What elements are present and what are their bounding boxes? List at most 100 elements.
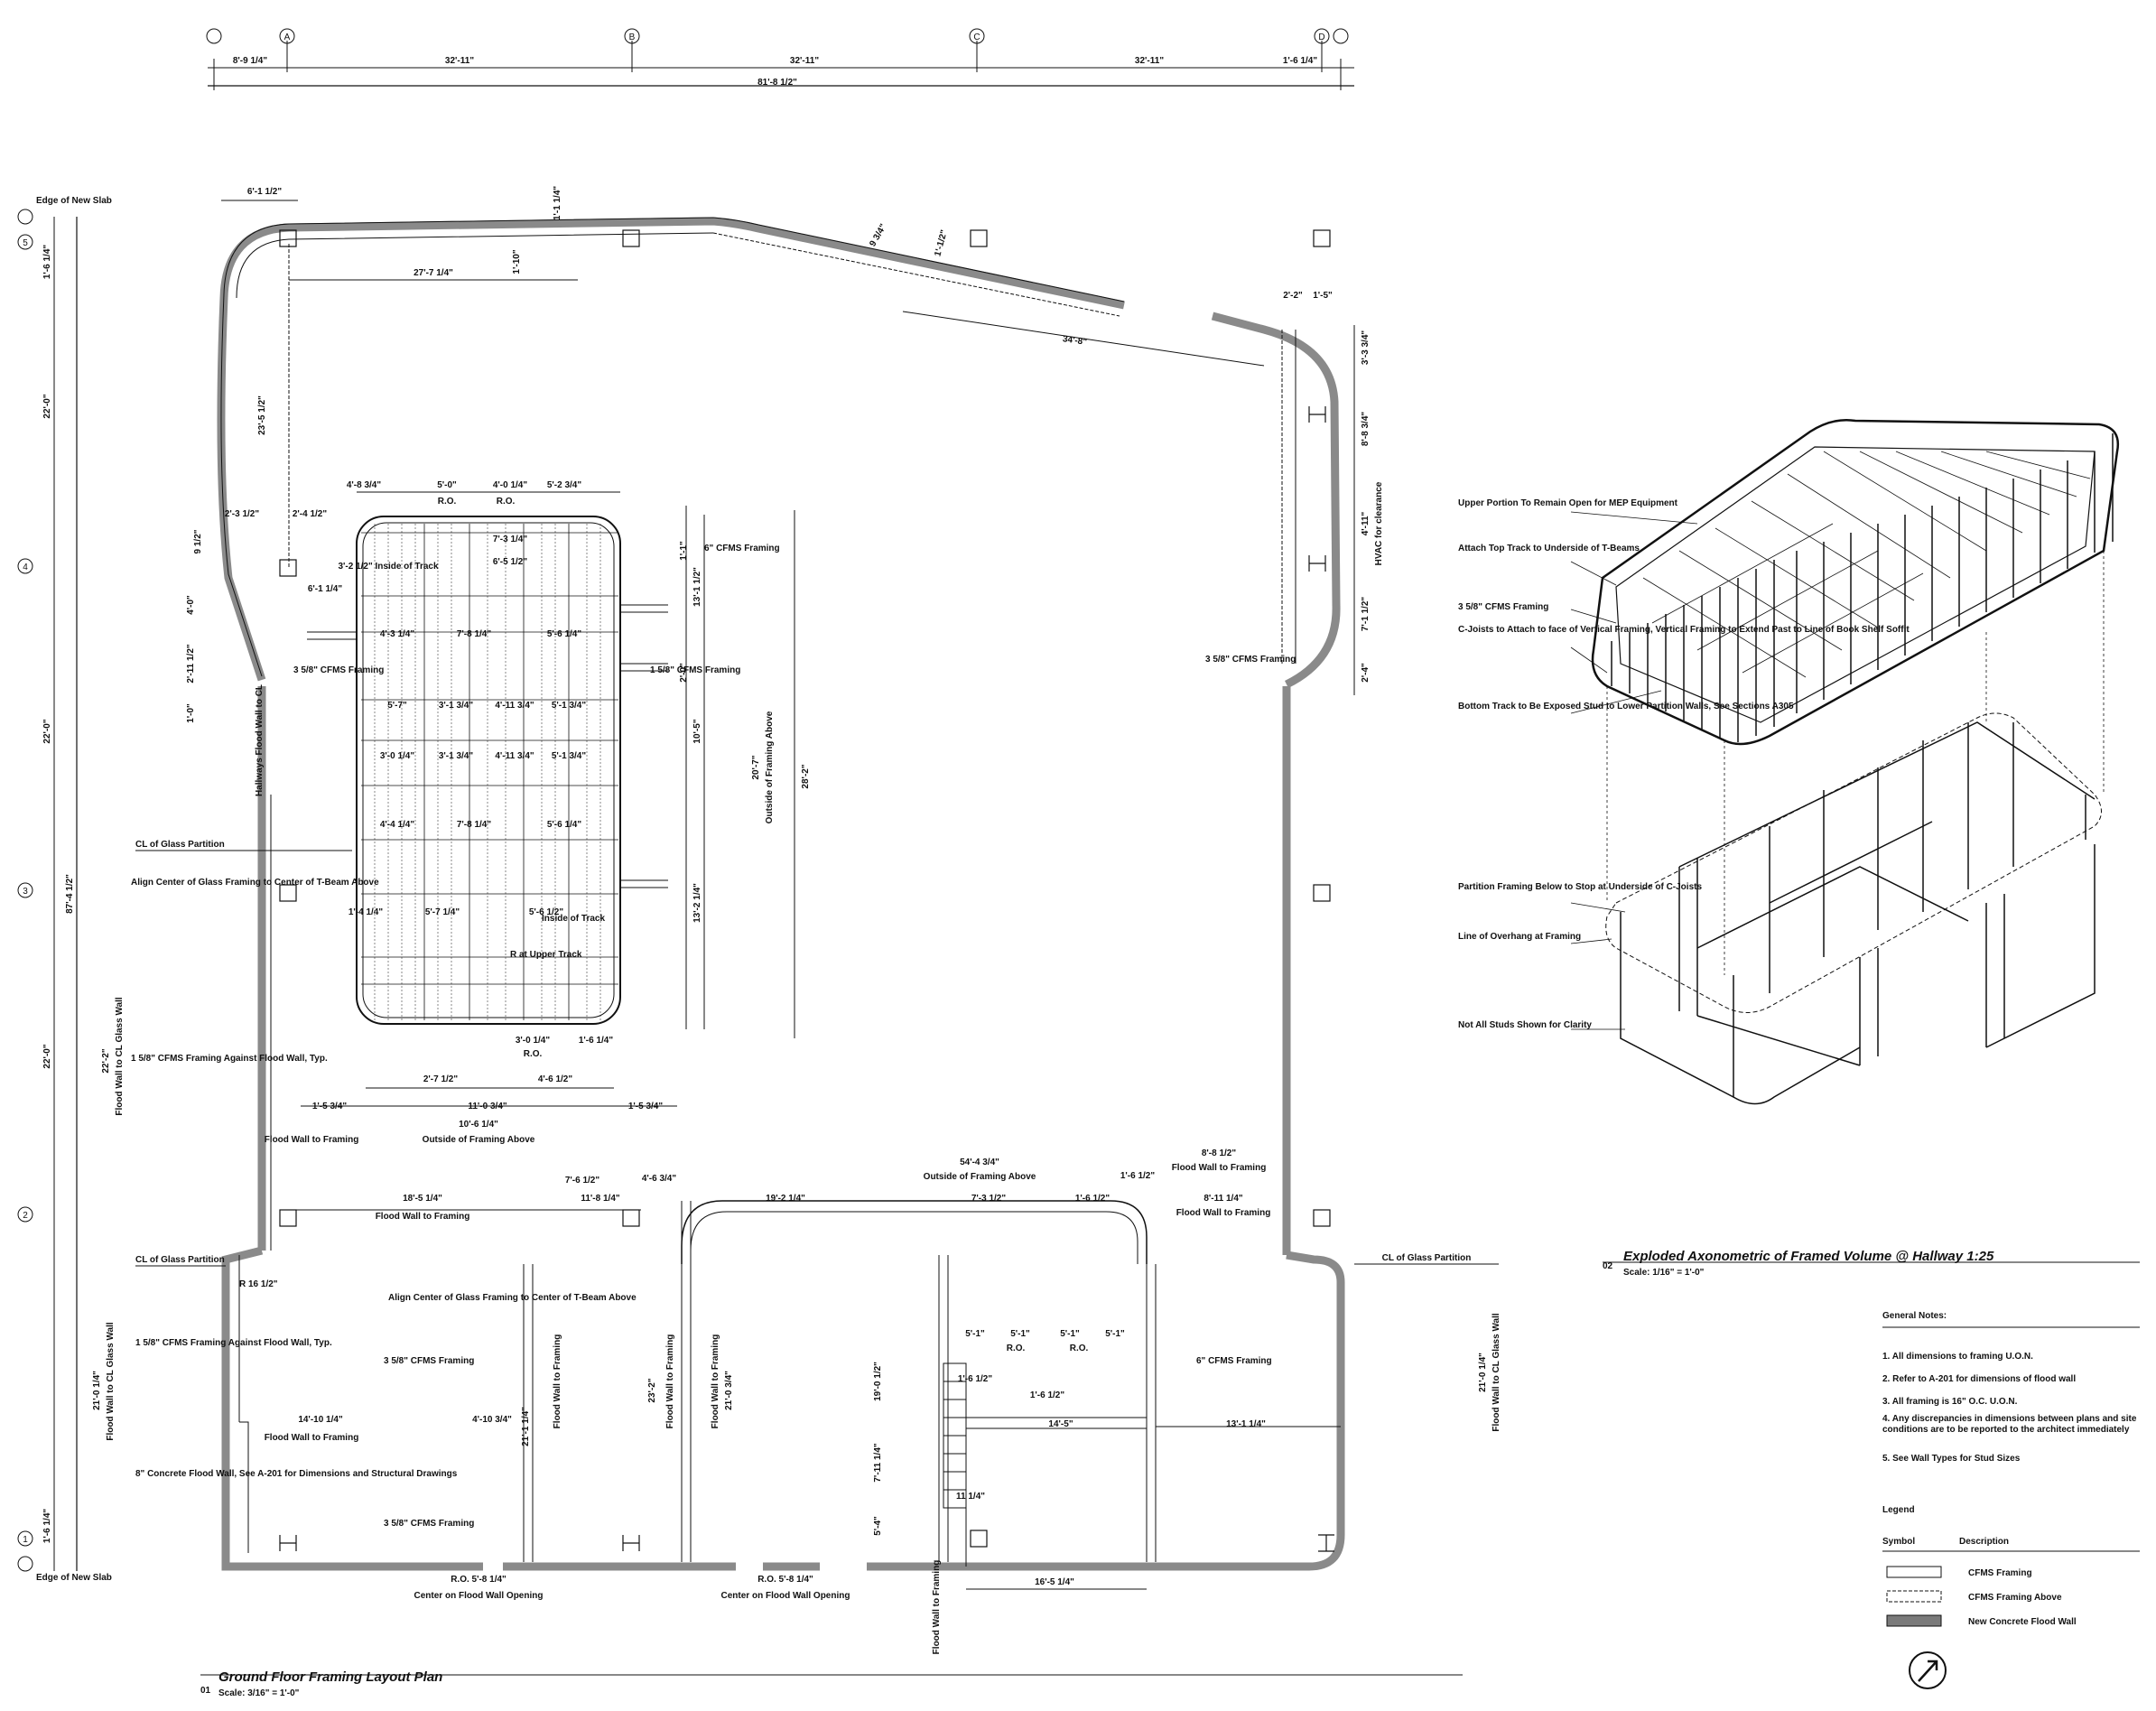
inner-dim-13: 4'-11 3/4" <box>495 701 534 711</box>
note-6-cfms-2: 6" CFMS Framing <box>1196 1356 1272 1366</box>
inner-dim-2: 5'-0" <box>437 480 457 490</box>
dim-1-12: 1'-1/2" <box>933 228 949 257</box>
grid-bubble-3 <box>17 882 33 898</box>
dim-5-1b: 5'-1" <box>1010 1329 1030 1339</box>
note-cl-glass-lower: CL of Glass Partition <box>135 1255 225 1265</box>
inner-dim-1: 4'-8 3/4" <box>347 480 382 490</box>
inner-dim-16: 3'-1 3/4" <box>439 751 474 761</box>
plan-dimension-text: 6'-1 1/2" 27'-7 1/4" 1'-10" 1'-1 1/4" 1'… <box>92 186 1501 1698</box>
inner-ro-3: R.O. <box>524 1049 543 1059</box>
axo-scale: Scale: 1/16" = 1'-0" <box>1623 1268 1705 1278</box>
edge-of-slab-bottom: Edge of New Slab <box>36 1573 112 1583</box>
note-158-against: 1 5/8" CFMS Framing Against Flood Wall, … <box>131 1054 328 1064</box>
inner-dim-3: 4'-0 1/4" <box>493 480 528 490</box>
v-dim-11: 28'-2" <box>801 764 811 788</box>
grid-col-c: C <box>973 33 980 42</box>
grid-bubble-b <box>624 28 640 44</box>
dim-11-4: 11 1/4" <box>956 1492 985 1502</box>
grid-bubble-d <box>1314 28 1330 44</box>
dim-4-6: 4'-6 3/4" <box>642 1174 677 1184</box>
grid-bubble-4 <box>17 558 33 574</box>
top-dim-2: 32'-11" <box>445 56 474 66</box>
note-fw-glass-left: Flood Wall to CL Glass Wall <box>115 997 125 1116</box>
grid-row-3: 3 <box>23 887 28 897</box>
grid-bubble-c <box>969 28 985 44</box>
dim-2-11: 2'-11 1/2" <box>186 644 196 683</box>
dim-14-5: 14'-5" <box>1048 1419 1073 1429</box>
ro-lower-2: R.O. <box>1070 1344 1089 1353</box>
inner-dim-5: 7'-3 1/4" <box>493 535 528 544</box>
inner-dim-31: 1'-5 3/4" <box>628 1102 664 1111</box>
dim-1-6b: 1'-6 1/2" <box>1120 1171 1156 1181</box>
axo-callouts: Upper Portion To Remain Open for MEP Equ… <box>1458 498 2140 1278</box>
note-outside-framing-3: Outside of Framing Above <box>924 1172 1036 1182</box>
v-dim-1: 1'-1" <box>679 541 689 561</box>
note-r-16: R 16 1/2" <box>239 1279 278 1289</box>
dim-13-11: 13'-1 1/4" <box>1226 1419 1266 1429</box>
axo-title: Exploded Axonometric of Framed Volume @ … <box>1623 1249 1994 1264</box>
grid-row-5: 5 <box>23 238 28 248</box>
plan-scale: Scale: 3/16" = 1'-0" <box>218 1688 300 1698</box>
inner-dim-17: 4'-11 3/4" <box>495 751 534 761</box>
dim-54-4: 54'-4 3/4" <box>960 1158 999 1167</box>
dim-18-5: 18'-5 1/4" <box>403 1194 442 1204</box>
dim-16-5: 16'-5 1/4" <box>1035 1577 1074 1587</box>
dim-21-0b: 21'-0 3/4" <box>724 1371 734 1410</box>
note-center-opening-1: Center on Flood Wall Opening <box>414 1591 544 1601</box>
note-cl-glass-upper: CL of Glass Partition <box>135 840 225 850</box>
axonometric-view <box>1570 419 2120 1105</box>
legend-swatch-cfms <box>1886 1566 1942 1578</box>
dim-19-2: 19'-2 1/4" <box>766 1194 805 1204</box>
dim-1-6: 1'-6 1/2" <box>1075 1194 1111 1204</box>
edge-of-slab-top: Edge of New Slab <box>36 196 112 206</box>
top-dim-4: 32'-11" <box>1135 56 1164 66</box>
dim-1-0: 1'-0" <box>186 703 196 723</box>
legend-swatch-cfms-above <box>1886 1590 1942 1603</box>
left-dim-5: 1'-6 1/4" <box>42 1509 52 1544</box>
dim-1-10: 1'-10" <box>512 249 522 274</box>
dim-7-3: 7'-3 1/2" <box>971 1194 1007 1204</box>
note-6-cfms: 6" CFMS Framing <box>704 544 780 553</box>
v-dim-12: 2'-0" <box>679 663 689 683</box>
dim-7-6: 7'-6 1/2" <box>565 1176 600 1186</box>
column-markers <box>279 229 1334 1552</box>
dim-7-11: 7'-11 1/4" <box>873 1443 883 1483</box>
dim-9: 9 3/4" <box>868 222 888 248</box>
cfms-framing <box>236 232 1341 1567</box>
inner-dim-30: 11'-0 3/4" <box>468 1102 507 1111</box>
dim-2-2: 2'-2" <box>1283 291 1303 301</box>
note-r-at-upper: R at Upper Track <box>510 950 582 960</box>
note-outside-framing-2: Outside of Framing Above <box>423 1135 535 1145</box>
note-358-cfms-3: 3 5/8" CFMS Framing <box>384 1356 474 1366</box>
dim-14-10: 14'-10 1/4" <box>298 1415 343 1425</box>
inner-dim-25: 3'-0 1/4" <box>516 1036 551 1046</box>
dim-8-8: 8'-8 3/4" <box>1361 412 1371 447</box>
note-fw-framing-h4: Flood Wall to Framing <box>265 1433 359 1443</box>
dim-23-2: 23'-2" <box>647 1378 657 1402</box>
note-fw-framing-v4: Flood Wall to Framing <box>932 1560 942 1655</box>
note-fw-framing-h2: Flood Wall to Framing <box>1172 1163 1267 1173</box>
top-dim-5: 1'-6 1/4" <box>1283 56 1318 66</box>
inner-dim-12: 3'-1 3/4" <box>439 701 474 711</box>
dim-2-3: 2'-3 1/2" <box>225 509 260 519</box>
inner-ro-1: R.O. <box>438 497 457 507</box>
dim-2-4: 2'-4" <box>1361 663 1371 683</box>
dim-27-7: 27'-7 1/4" <box>414 268 453 278</box>
general-notes-heading: General Notes: <box>1882 1311 1947 1321</box>
dim-1-6d: 1'-6 1/2" <box>1030 1390 1065 1400</box>
inner-dim-9: 7'-8 1/4" <box>457 629 492 639</box>
inner-dim-29: 1'-5 3/4" <box>312 1102 348 1111</box>
note-hvac: HVAC for clearance <box>1374 481 1384 565</box>
inner-dim-6: 6'-5 1/2" <box>493 557 528 567</box>
inner-dim-21: 5'-6 1/4" <box>547 820 582 830</box>
inner-dim-19: 4'-4 1/4" <box>380 820 415 830</box>
grid-bubble-2 <box>17 1206 33 1223</box>
note-cl-glass-right: CL of Glass Partition <box>1382 1253 1472 1263</box>
inner-dim-15: 3'-0 1/4" <box>380 751 415 761</box>
dim-11-8: 11'-8 1/4" <box>581 1194 620 1204</box>
dim-23-5: 23'-5 1/2" <box>257 395 267 435</box>
left-grid-dimensions: 5 4 3 2 1 Edge of New Slab Edge of New S… <box>17 196 112 1583</box>
dim-1-5: 1'-5" <box>1313 291 1333 301</box>
callout-c-joists: C-Joists to Attach to face of Vertical F… <box>1458 625 1910 635</box>
dim-21-0: 21'-0 1/4" <box>92 1371 102 1410</box>
